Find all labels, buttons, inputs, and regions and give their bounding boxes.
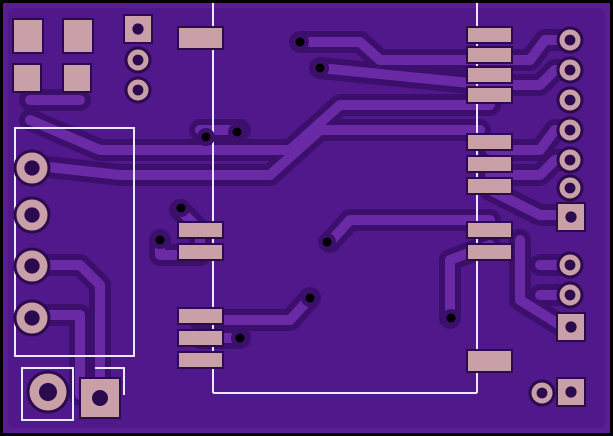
pad-drill-hole <box>132 23 144 35</box>
smd-pad <box>466 177 513 195</box>
trace <box>515 235 565 330</box>
via-drill-hole <box>155 235 165 245</box>
jst-connector-mark <box>95 367 125 395</box>
trace <box>295 37 495 65</box>
terminal-block-outline <box>14 127 135 357</box>
pad-drill-hole <box>24 160 40 176</box>
pad-drill-hole <box>132 54 144 66</box>
pad-layer <box>12 14 586 419</box>
pad-drill-hole <box>565 211 577 223</box>
square-pad <box>79 377 121 419</box>
pad-drill-hole <box>564 259 576 271</box>
smd-pad <box>62 63 92 93</box>
smd-pad <box>177 307 224 325</box>
via-drill-hole <box>201 132 211 142</box>
pad-drill-hole <box>24 310 40 326</box>
trace <box>25 125 485 180</box>
trace <box>25 100 495 155</box>
via-drill-hole <box>232 127 242 137</box>
via-drill-hole <box>305 293 315 303</box>
pad-drill-hole <box>39 383 57 401</box>
trace <box>195 293 315 325</box>
via-drill-hole <box>235 333 245 343</box>
pad-drill-hole <box>564 182 576 194</box>
smd-pad <box>177 26 224 50</box>
via-drill-hole <box>446 313 456 323</box>
pad-drill-hole <box>536 387 548 399</box>
trace <box>25 260 105 405</box>
smd-pad <box>62 18 94 54</box>
pad-drill-hole <box>24 258 40 274</box>
pad-drill-hole <box>564 94 576 106</box>
smd-pad <box>177 351 224 369</box>
smd-pad <box>466 26 513 44</box>
via-drill-hole <box>315 63 325 73</box>
pad-drill-hole <box>132 84 144 96</box>
via-layer <box>151 33 460 347</box>
smd-pad <box>466 243 513 261</box>
smd-pad <box>466 133 513 151</box>
smd-pad <box>12 18 44 54</box>
smd-pad <box>177 221 224 239</box>
jst-connector-outline <box>21 367 74 421</box>
smd-pad <box>466 46 513 64</box>
via-drill-hole <box>176 203 186 213</box>
pad-drill-hole <box>564 124 576 136</box>
trace <box>325 215 495 247</box>
smd-pad <box>466 349 513 373</box>
via-drill-hole <box>295 37 305 47</box>
smd-pad <box>466 221 513 239</box>
trace <box>315 63 495 90</box>
pad-drill-hole <box>565 386 577 398</box>
smd-pad <box>466 66 513 84</box>
smd-pad <box>177 329 224 347</box>
smd-pad <box>177 243 224 261</box>
pad-drill-hole <box>92 390 108 406</box>
pad-drill-hole <box>564 64 576 76</box>
pad-drill-hole <box>564 289 576 301</box>
pad-drill-hole <box>24 207 40 223</box>
smd-pad <box>12 63 42 93</box>
smd-pad <box>466 86 513 104</box>
pad-drill-hole <box>565 321 577 333</box>
pad-drill-hole <box>564 34 576 46</box>
via-drill-hole <box>322 237 332 247</box>
pad-drill-hole <box>564 154 576 166</box>
smd-pad <box>466 155 513 173</box>
